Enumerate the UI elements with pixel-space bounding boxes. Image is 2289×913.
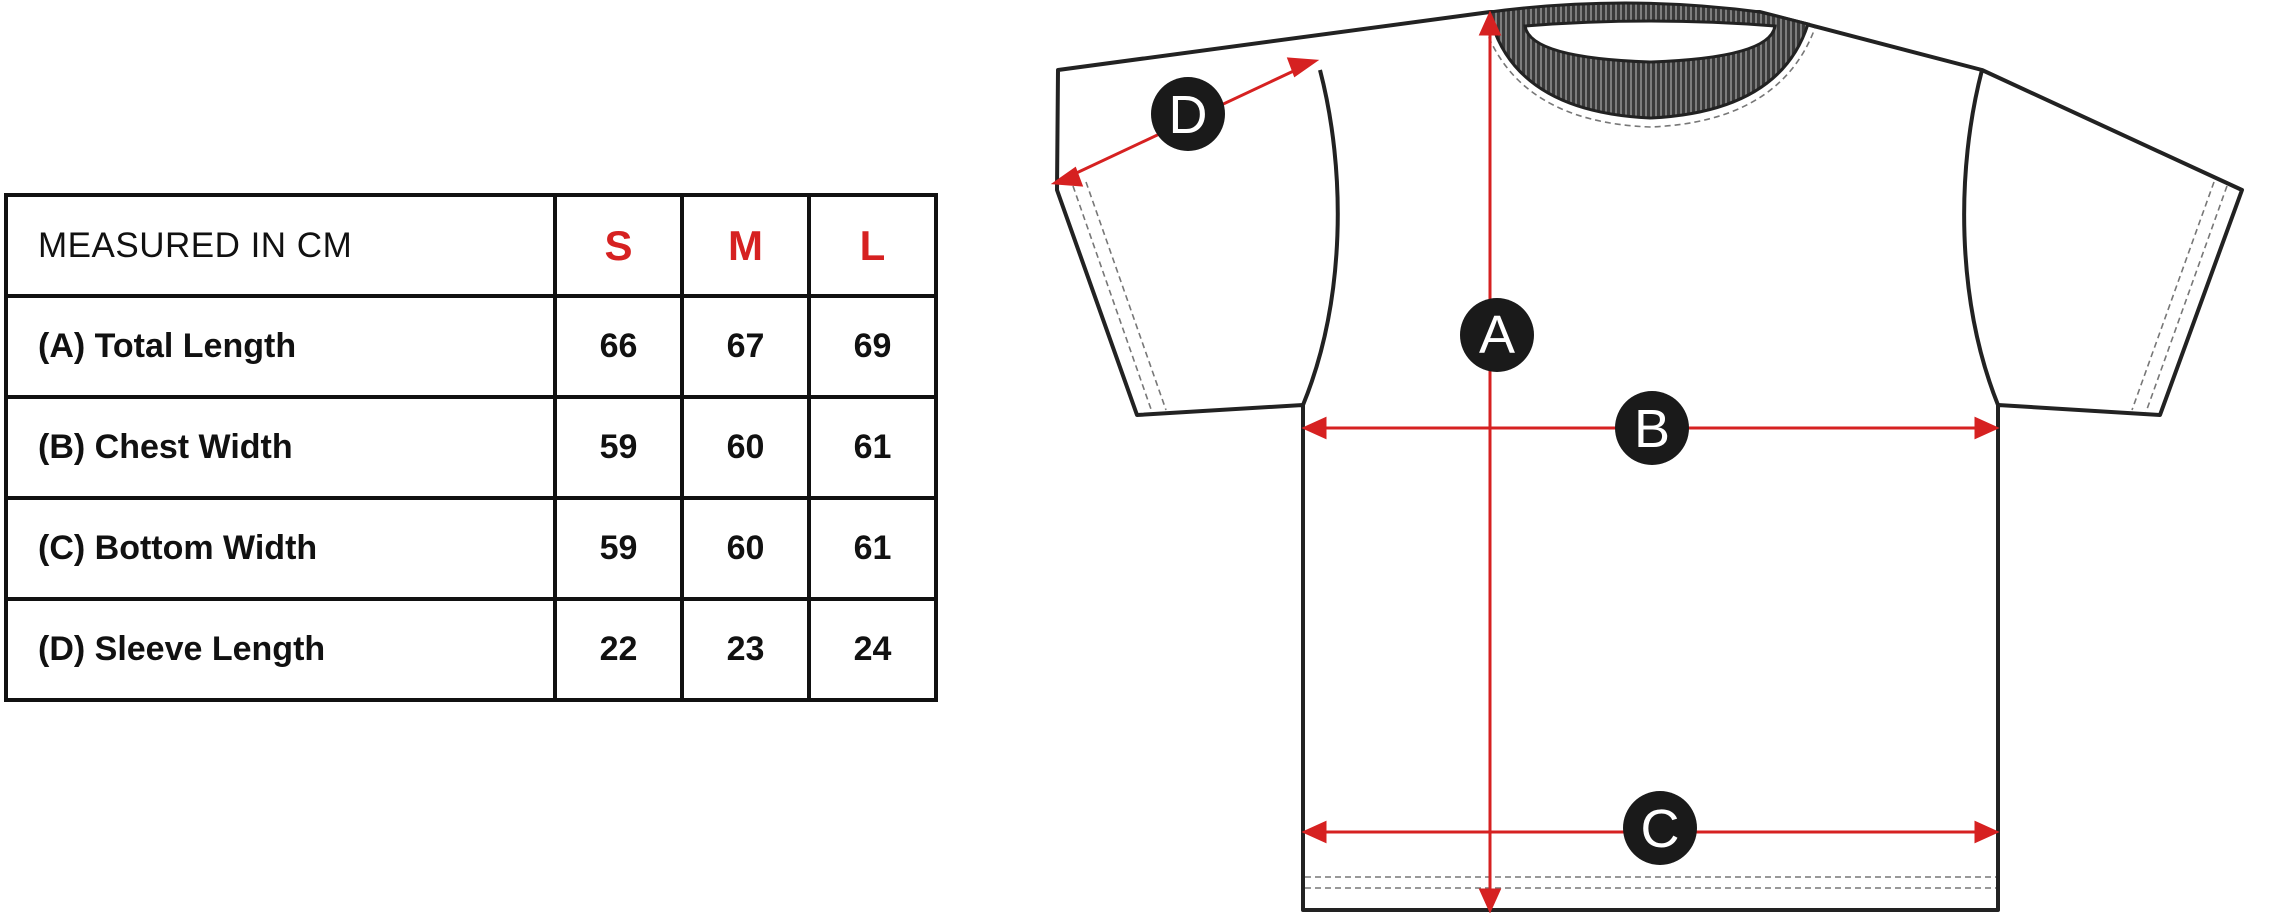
size-header-l: L [807,193,938,298]
cell-l: 61 [807,395,938,500]
table-row-sleeve-length: (D) Sleeve Length 22 23 24 [4,597,938,702]
cell-s: 22 [553,597,684,702]
cell-l: 69 [807,294,938,399]
row-label: (B) Chest Width [4,395,557,500]
row-label: (A) Total Length [4,294,557,399]
table-header-label: MEASURED IN CM [4,193,557,298]
collar-stitching [1484,27,1816,128]
table-row-bottom-width: (C) Bottom Width 59 60 61 [4,496,938,601]
row-label: (C) Bottom Width [4,496,557,601]
cell-l: 24 [807,597,938,702]
right-armhole-seam [1962,69,2000,406]
table-row-chest-width: (B) Chest Width 59 60 61 [4,395,938,500]
cell-s: 59 [553,395,684,500]
measure-line-a [1478,10,1502,913]
bottom-hem-stitching [1305,876,1996,889]
cell-m: 60 [680,496,811,601]
table-header-row: MEASURED IN CM S M L [4,193,938,298]
cell-m: 60 [680,395,811,500]
cell-m: 23 [680,597,811,702]
cell-m: 67 [680,294,811,399]
cell-l: 61 [807,496,938,601]
marker-c: C [1623,791,1697,865]
left-armhole-seam [1301,69,1340,406]
row-label: (D) Sleeve Length [4,597,557,702]
sleeve-hem-stitching [1072,181,2228,413]
size-chart-table: MEASURED IN CM S M L (A) Total Length 66… [4,193,938,702]
marker-b-letter: B [1634,399,1670,459]
marker-a-letter: A [1479,305,1515,365]
marker-d-letter: D [1169,85,1208,145]
marker-a: A [1460,298,1534,372]
cell-s: 59 [553,496,684,601]
marker-b: B [1615,391,1689,465]
neck-opening [1523,19,1777,64]
cell-s: 66 [553,294,684,399]
size-header-m: M [680,193,811,298]
marker-c-letter: C [1641,799,1680,859]
size-header-s: S [553,193,684,298]
marker-d: D [1151,77,1225,151]
table-row-total-length: (A) Total Length 66 67 69 [4,294,938,399]
